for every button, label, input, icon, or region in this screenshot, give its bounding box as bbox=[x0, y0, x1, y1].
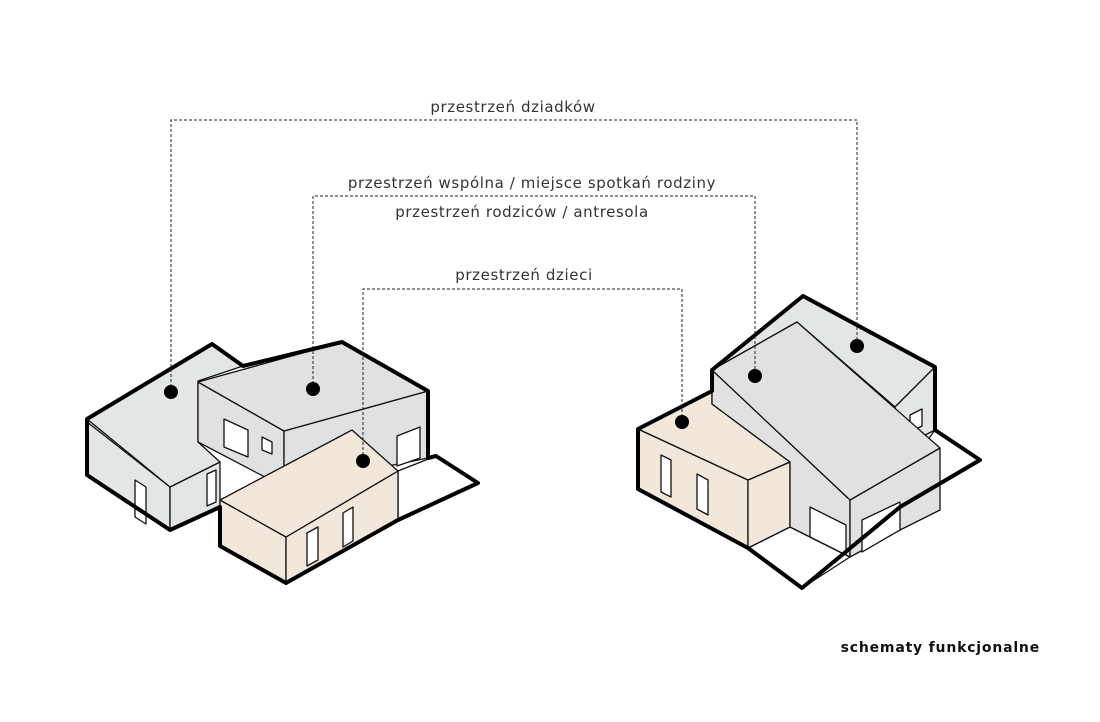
marker-grandparents-left bbox=[164, 385, 178, 399]
door-icon bbox=[306, 526, 319, 567]
common-roof-right bbox=[711, 321, 941, 501]
marker-children-right bbox=[675, 415, 689, 429]
door-icon bbox=[342, 506, 354, 548]
door-icon bbox=[660, 454, 672, 498]
label-grandparents-space: przestrzeń dziadków bbox=[430, 98, 595, 116]
door-icon bbox=[206, 469, 217, 507]
children-volume-left bbox=[219, 429, 399, 584]
house-variant-right bbox=[636, 294, 982, 590]
house-variant-left bbox=[85, 340, 480, 585]
children-volume-right bbox=[637, 390, 791, 549]
garage-door-icon bbox=[396, 426, 421, 467]
marker-grandparents-right bbox=[850, 339, 864, 353]
marker-common-right bbox=[748, 369, 762, 383]
label-parents-space: przestrzeń rodziców / antresola bbox=[395, 203, 649, 221]
leader-children bbox=[362, 288, 683, 460]
outline-left bbox=[85, 340, 480, 585]
marker-common-left bbox=[306, 382, 320, 396]
children-roof bbox=[219, 429, 399, 538]
window-icon bbox=[261, 436, 273, 455]
leader-common-parents bbox=[312, 195, 756, 389]
leader-grandparents bbox=[170, 119, 858, 392]
outline-right bbox=[636, 294, 982, 590]
zone-markers bbox=[164, 339, 864, 468]
door-icon bbox=[134, 479, 147, 525]
window-icon bbox=[223, 418, 249, 458]
marker-children-left bbox=[356, 454, 370, 468]
diagram-caption: schematy funkcjonalne bbox=[841, 640, 1040, 656]
door-icon bbox=[696, 473, 709, 516]
leader-lines bbox=[170, 119, 858, 460]
label-common-space: przestrzeń wspólna / miejsce spotkań rod… bbox=[348, 174, 716, 192]
label-children-space: przestrzeń dzieci bbox=[455, 266, 592, 284]
garage-door-icon bbox=[809, 506, 847, 556]
